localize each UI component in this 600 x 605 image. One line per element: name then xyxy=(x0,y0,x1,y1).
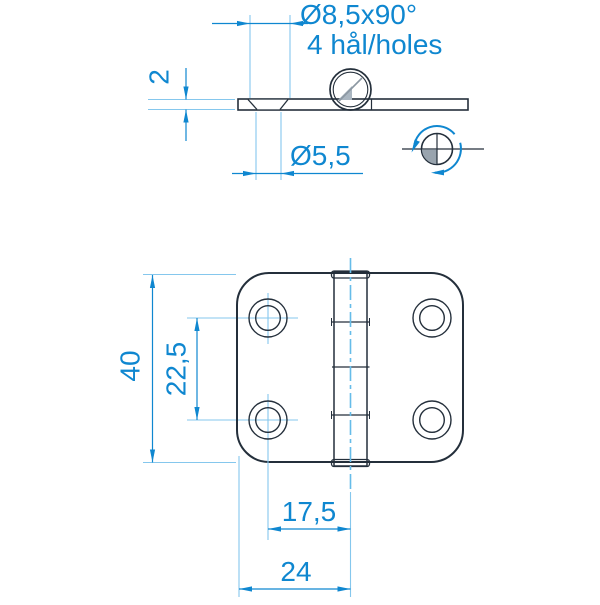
top-view: 2 Ø8,5x90° 4 hål/holes Ø5,5 xyxy=(143,0,484,180)
section-quadrant-fill xyxy=(421,148,438,165)
arrow-right-icon xyxy=(337,586,351,592)
arrow-right-icon xyxy=(243,170,256,177)
dim-bore: Ø5,5 xyxy=(232,140,363,177)
arrow-left-icon xyxy=(281,170,294,177)
dim-hole-offset: 17,5 xyxy=(268,496,351,532)
dim-hole-spacing: 22,5 xyxy=(160,318,200,420)
arrow-right-icon xyxy=(337,526,351,532)
mounting-hole-bottom-right xyxy=(412,400,452,440)
hinge-pin-barrel xyxy=(330,258,371,492)
front-view: 40 22,5 17,5 24 xyxy=(114,258,464,597)
rotation-arc-bottom xyxy=(434,142,462,174)
bore-label: Ø5,5 xyxy=(290,140,351,171)
arrow-up-icon xyxy=(194,318,200,331)
knuckle-inner-circle xyxy=(332,71,369,108)
dim-height: 40 xyxy=(114,275,156,463)
hole-offset-label: 17,5 xyxy=(282,496,337,527)
rotation-arc-top xyxy=(413,125,456,148)
countersink-hole-cut xyxy=(248,99,288,110)
hole-spacing-label: 22,5 xyxy=(160,342,191,397)
arrow-left-icon xyxy=(290,20,303,27)
thickness-label: 2 xyxy=(143,69,174,85)
arrow-down-icon xyxy=(194,407,200,420)
mounting-hole-top-left xyxy=(248,298,288,338)
arrow-up-icon xyxy=(183,109,189,123)
countersink-edge-left xyxy=(247,99,258,110)
dim-countersink: Ø8,5x90° 4 hål/holes xyxy=(212,0,442,60)
rotation-arrowhead-bottom xyxy=(431,169,444,176)
half-width-label: 24 xyxy=(280,556,311,587)
arrow-down-icon xyxy=(149,449,156,463)
rotation-arrowhead-top xyxy=(411,139,420,153)
arrow-up-icon xyxy=(149,275,156,288)
mounting-hole-bottom-left xyxy=(248,400,288,440)
arrow-right-icon xyxy=(237,20,250,27)
countersink-edge-right xyxy=(279,99,289,110)
dim-thickness: 2 xyxy=(143,68,189,141)
mounting-hole-top-right xyxy=(412,298,452,338)
hinge-knuckle-profile xyxy=(329,68,372,111)
dim-half-width: 24 xyxy=(239,556,351,592)
height-label: 40 xyxy=(114,350,145,381)
holes-note-label: 4 hål/holes xyxy=(307,29,442,60)
arrow-left-icon xyxy=(268,526,281,532)
arrow-down-icon xyxy=(183,86,189,100)
countersink-label: Ø8,5x90° xyxy=(300,0,417,30)
knuckle-outer-circle xyxy=(329,68,372,111)
section-rotation-symbol xyxy=(402,125,484,176)
pin-section-wedge xyxy=(338,86,352,100)
pin-slash-line xyxy=(338,77,363,102)
arrow-left-icon xyxy=(239,586,252,592)
